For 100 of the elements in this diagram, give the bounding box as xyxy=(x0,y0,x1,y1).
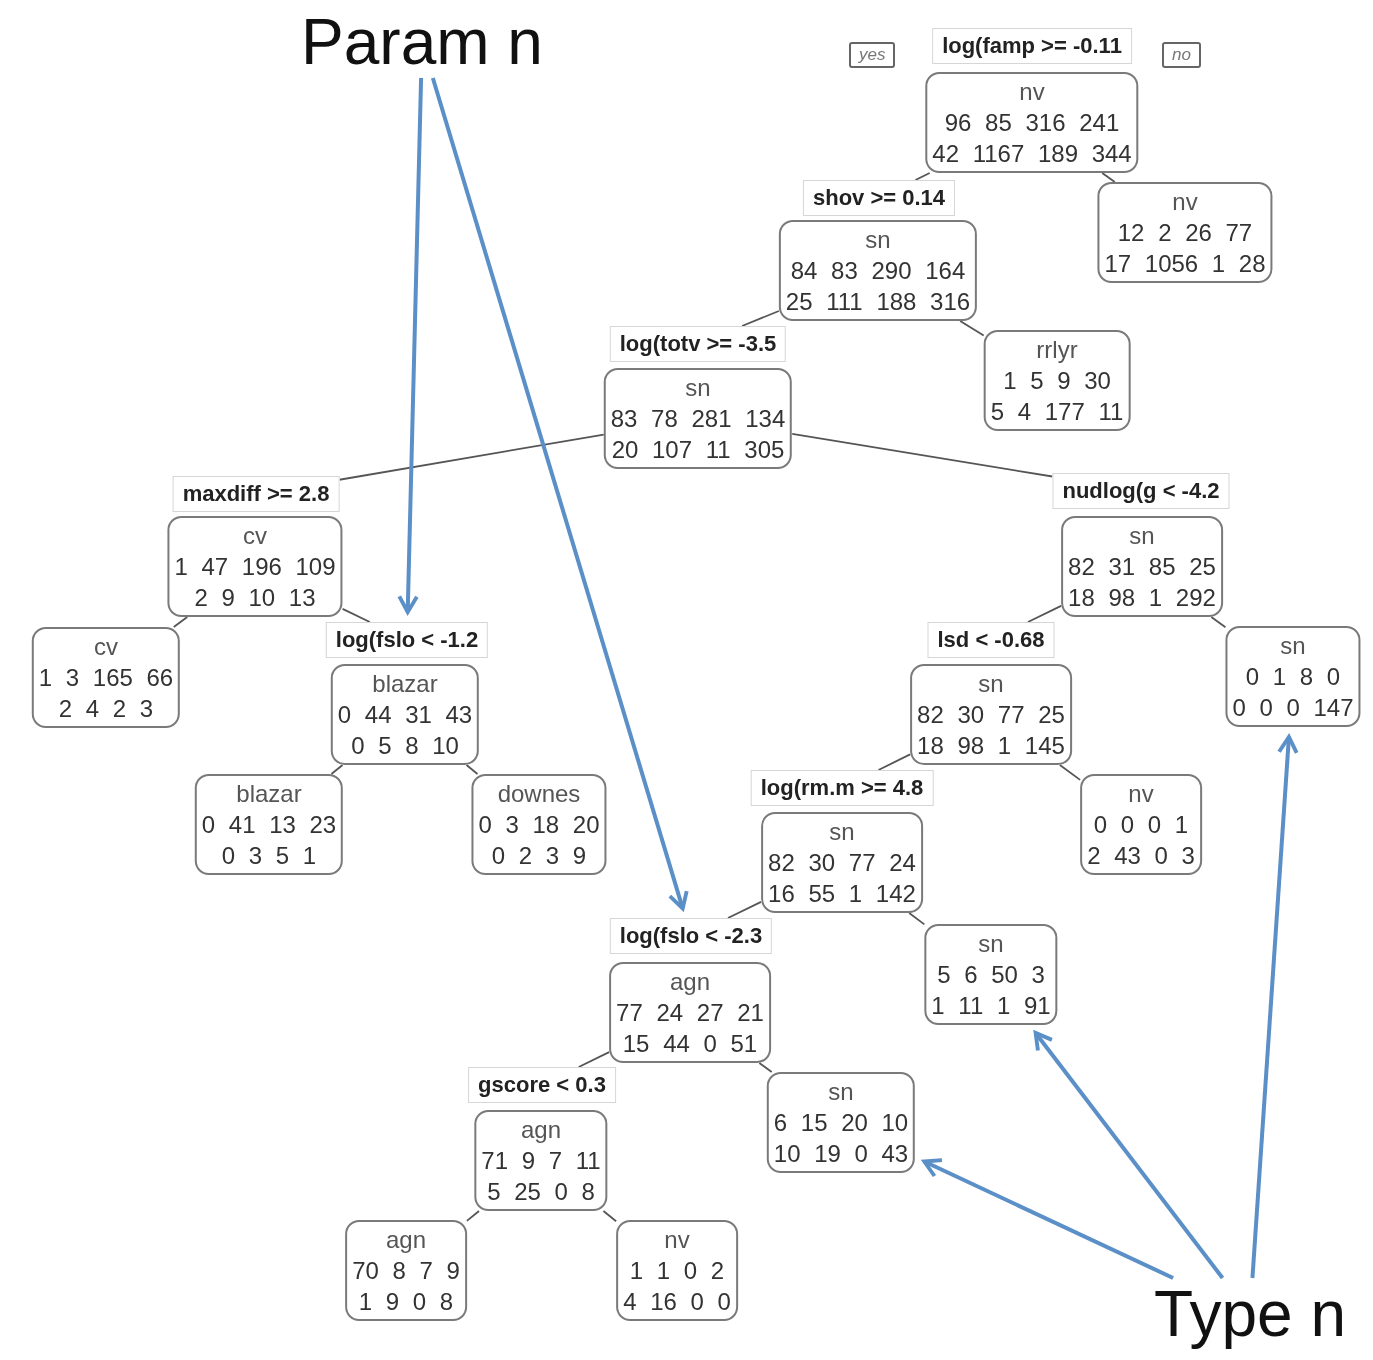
split-condition-label: shov >= 0.14 xyxy=(802,180,956,216)
tree-node-box xyxy=(167,516,343,617)
split-condition-label: lsd < -0.68 xyxy=(927,622,1055,658)
branch-line xyxy=(791,433,1054,478)
branch-line xyxy=(1058,764,1082,781)
tree-node-box xyxy=(345,1220,467,1321)
class-counts: 2 4 2 3 xyxy=(58,694,154,724)
class-counts: 5 6 50 3 xyxy=(937,960,1045,990)
class-counts: 0 3 18 20 xyxy=(478,810,600,840)
branch-line xyxy=(908,912,926,926)
class-name: sn xyxy=(978,669,1004,699)
tree-node-box xyxy=(766,1072,916,1173)
branch-line xyxy=(338,433,605,481)
branch-line xyxy=(172,616,189,628)
class-counts: 12 2 26 77 xyxy=(1117,218,1253,248)
class-counts: 0 0 0 1 xyxy=(1093,810,1189,840)
arrow xyxy=(922,1158,1174,1280)
class-name: cv xyxy=(243,521,267,551)
tree-node-box xyxy=(1225,626,1361,727)
class-counts: 6 15 20 10 xyxy=(773,1108,909,1138)
class-counts: 4 16 0 0 xyxy=(623,1287,731,1317)
tree-node-box xyxy=(194,774,344,875)
class-counts: 2 43 0 3 xyxy=(1087,841,1195,871)
class-counts: 82 30 77 24 xyxy=(768,848,916,878)
tree-node-box xyxy=(603,368,793,469)
class-counts: 42 1167 189 344 xyxy=(932,139,1132,169)
class-name: sn xyxy=(1129,521,1155,551)
split-condition-label: gscore < 0.3 xyxy=(468,1067,616,1103)
class-counts: 0 41 13 23 xyxy=(201,810,337,840)
class-counts: 0 2 3 9 xyxy=(491,841,587,871)
class-counts: 17 1056 1 28 xyxy=(1104,249,1266,279)
class-counts: 1 11 1 91 xyxy=(931,991,1051,1021)
arrow xyxy=(1250,735,1299,1279)
tree-node-box xyxy=(778,220,978,321)
class-name: rrlyr xyxy=(1036,335,1078,365)
arrow xyxy=(430,77,689,911)
branch-line xyxy=(877,753,911,771)
tree-node-box xyxy=(910,664,1072,765)
class-name: sn xyxy=(829,817,855,847)
branch-line xyxy=(914,172,931,181)
class-counts: 77 24 27 21 xyxy=(616,998,764,1028)
split-condition-label: log(fslo < -2.3 xyxy=(609,918,773,954)
class-counts: 1 47 196 109 xyxy=(174,552,336,582)
class-name: nv xyxy=(1128,779,1154,809)
class-name: sn xyxy=(685,373,711,403)
class-counts: 25 111 188 316 xyxy=(785,287,971,317)
tree-node-box xyxy=(616,1220,738,1321)
branch-line xyxy=(1210,616,1227,629)
class-name: nv xyxy=(1172,187,1198,217)
class-counts: 1 1 0 2 xyxy=(629,1256,725,1286)
branch-line xyxy=(341,607,371,623)
tree-node-box xyxy=(983,330,1131,431)
class-counts: 16 55 1 142 xyxy=(768,879,916,909)
class-counts: 1 3 165 66 xyxy=(38,663,174,693)
tree-node-box xyxy=(1061,516,1223,617)
class-counts: 82 30 77 25 xyxy=(917,700,1065,730)
split-condition-label: maxdiff >= 2.8 xyxy=(172,476,340,512)
branch-line xyxy=(758,1062,773,1073)
split-condition-label: log(totv >= -3.5 xyxy=(609,326,787,362)
class-counts: 1 5 9 30 xyxy=(1003,366,1111,396)
tree-node-box xyxy=(471,774,607,875)
class-name: downes xyxy=(497,779,581,809)
class-name: agn xyxy=(385,1225,426,1255)
branch-direction-tag: yes xyxy=(849,42,896,68)
class-counts: 0 1 8 0 xyxy=(1245,662,1341,692)
class-counts: 0 5 8 10 xyxy=(351,731,459,761)
arrow xyxy=(397,77,424,614)
class-counts: 70 8 7 9 xyxy=(352,1256,460,1286)
class-counts: 0 44 31 43 xyxy=(337,700,473,730)
class-counts: 18 98 1 145 xyxy=(917,731,1065,761)
class-name: sn xyxy=(978,929,1004,959)
arrow xyxy=(1033,1031,1225,1280)
class-counts: 18 98 1 292 xyxy=(1068,583,1216,613)
class-name: agn xyxy=(670,967,710,997)
tree-node-box xyxy=(925,72,1139,173)
branch-line xyxy=(330,764,344,775)
split-condition-label: log(rm.m >= 4.8 xyxy=(750,770,934,806)
class-name: sn xyxy=(865,225,891,255)
class-name: blazar xyxy=(372,669,438,699)
branch-line xyxy=(1027,605,1062,623)
branch-line xyxy=(741,310,780,327)
class-counts: 71 9 7 11 xyxy=(481,1146,601,1176)
tree-node-box xyxy=(31,627,181,728)
tree-node-box xyxy=(924,924,1058,1025)
branch-direction-tag: no xyxy=(1162,42,1201,68)
class-counts: 1 9 0 8 xyxy=(358,1287,454,1317)
branch-line xyxy=(959,320,985,337)
class-counts: 83 78 281 134 xyxy=(610,404,786,434)
tree-node-box xyxy=(330,664,480,765)
class-name: cv xyxy=(94,632,118,662)
class-counts: 82 31 85 25 xyxy=(1068,552,1216,582)
tree-node-box xyxy=(761,812,923,913)
class-counts: 5 25 0 8 xyxy=(487,1177,595,1207)
branch-line xyxy=(465,764,479,775)
split-condition-label: log(fslo < -1.2 xyxy=(325,622,489,658)
class-counts: 10 19 0 43 xyxy=(773,1139,909,1169)
class-name: nv xyxy=(1019,77,1045,107)
class-counts: 15 44 0 51 xyxy=(622,1029,758,1059)
class-name: agn xyxy=(520,1115,561,1145)
tree-node-box xyxy=(609,962,771,1063)
